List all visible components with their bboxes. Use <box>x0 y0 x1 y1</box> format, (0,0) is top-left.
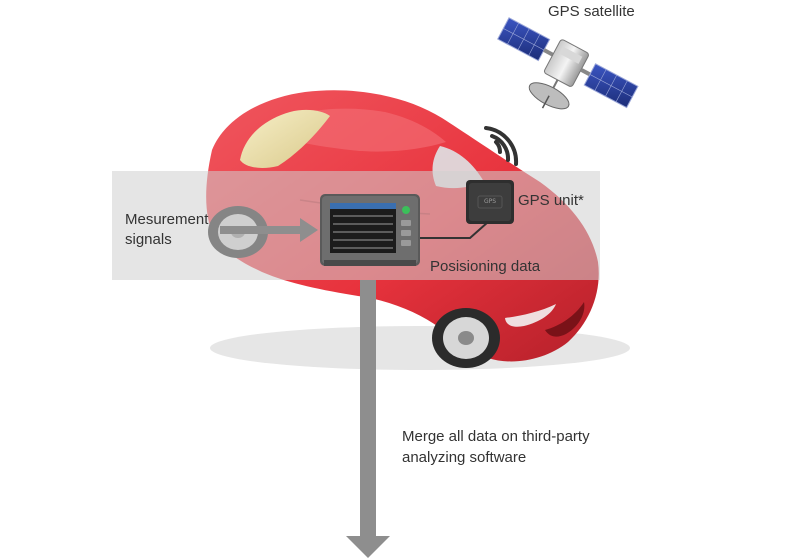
measurement-label-line1: Mesurement <box>125 209 208 230</box>
merge-arrow <box>346 280 390 558</box>
merge-label-line2: analyzing software <box>402 447 526 468</box>
merge-label-line1: Merge all data on third-party <box>402 426 590 447</box>
satellite-icon <box>479 13 641 143</box>
satellite-body <box>543 39 589 88</box>
device-status-light <box>402 206 410 214</box>
positioning-label: Posisioning data <box>430 256 540 277</box>
gps-satellite-label: GPS satellite <box>548 1 635 22</box>
device-screen <box>330 203 396 253</box>
gps-unit-label: GPS unit* <box>518 190 584 211</box>
data-logger-icon <box>320 194 420 266</box>
gps-unit-chip-text: GPS <box>481 198 499 205</box>
front-wheel <box>432 308 500 368</box>
measurement-label-line2: signals <box>125 229 172 250</box>
